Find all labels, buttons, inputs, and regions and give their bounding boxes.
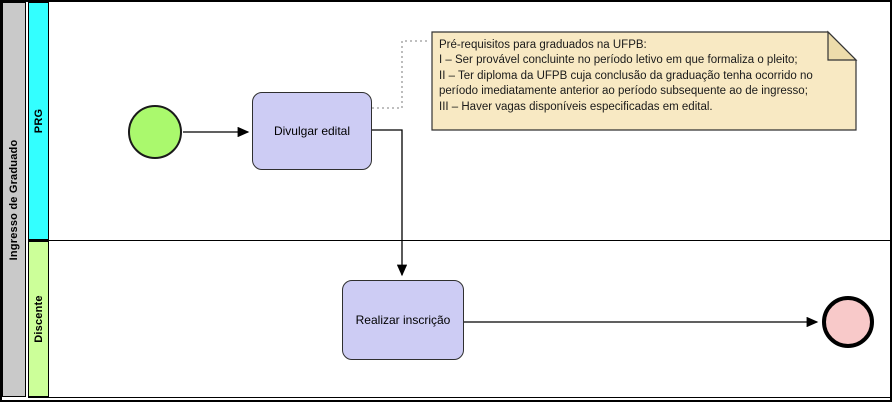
pool-label-bar: Ingresso de Graduado	[2, 2, 26, 397]
annotation-note[interactable]: Pré-requisitos para graduados na UFPB: I…	[439, 38, 813, 115]
annotation-line: período imediatamente anterior ao períod…	[439, 85, 808, 98]
annotation-line: I – Ser provável concluinte no período l…	[439, 54, 798, 67]
start-event[interactable]	[128, 105, 182, 159]
task-divulgar-edital[interactable]: Divulgar edital	[252, 92, 372, 170]
task-realizar-inscricao[interactable]: Realizar inscrição	[342, 280, 464, 360]
task-realizar-label: Realizar inscrição	[355, 313, 451, 327]
lane-label-prg: PRG	[32, 108, 45, 134]
annotation-line: Pré-requisitos para graduados na UFPB:	[439, 39, 647, 51]
lane-label-bar-prg: PRG	[28, 2, 49, 240]
lane-label-bar-discente: Discente	[28, 241, 49, 397]
annotation-line: III – Haver vagas disponíveis especifica…	[439, 100, 713, 113]
end-event[interactable]	[822, 296, 874, 348]
pool-label: Ingresso de Graduado	[8, 139, 20, 260]
annotation-line: II – Ter diploma da UFPB cuja conclusão …	[439, 69, 813, 82]
lane-label-discente: Discente	[32, 295, 45, 343]
task-divulgar-label: Divulgar edital	[273, 124, 351, 138]
